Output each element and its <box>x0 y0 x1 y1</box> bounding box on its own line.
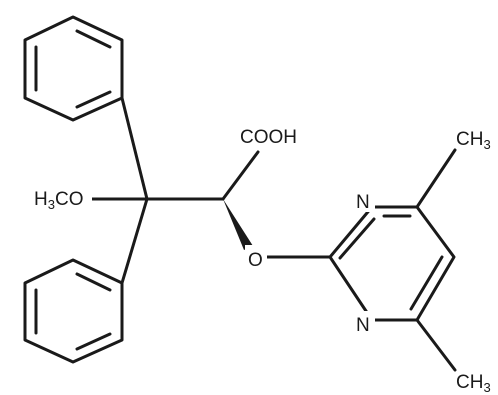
methyl-bond-bottom <box>415 318 457 372</box>
pyrimidine-nitrogen-top-label: N <box>356 192 370 213</box>
cooh-label: COOH <box>240 127 297 148</box>
lower-phenyl-ring <box>23 258 124 364</box>
methyl-bottom-label: CH3 <box>456 372 491 395</box>
ether-oxygen-label: O <box>248 250 263 271</box>
methyl-top-label: CH3 <box>456 129 491 152</box>
backbone-bonds <box>90 96 260 285</box>
stereo-wedge-bond <box>223 199 253 250</box>
methoxy-label: H3CO <box>34 189 83 212</box>
methyl-bond-top <box>415 148 457 209</box>
pyrimidine-nitrogen-bottom-label: N <box>356 315 370 336</box>
upper-phenyl-ring <box>23 15 124 122</box>
pyrimidine-ring <box>328 205 456 322</box>
